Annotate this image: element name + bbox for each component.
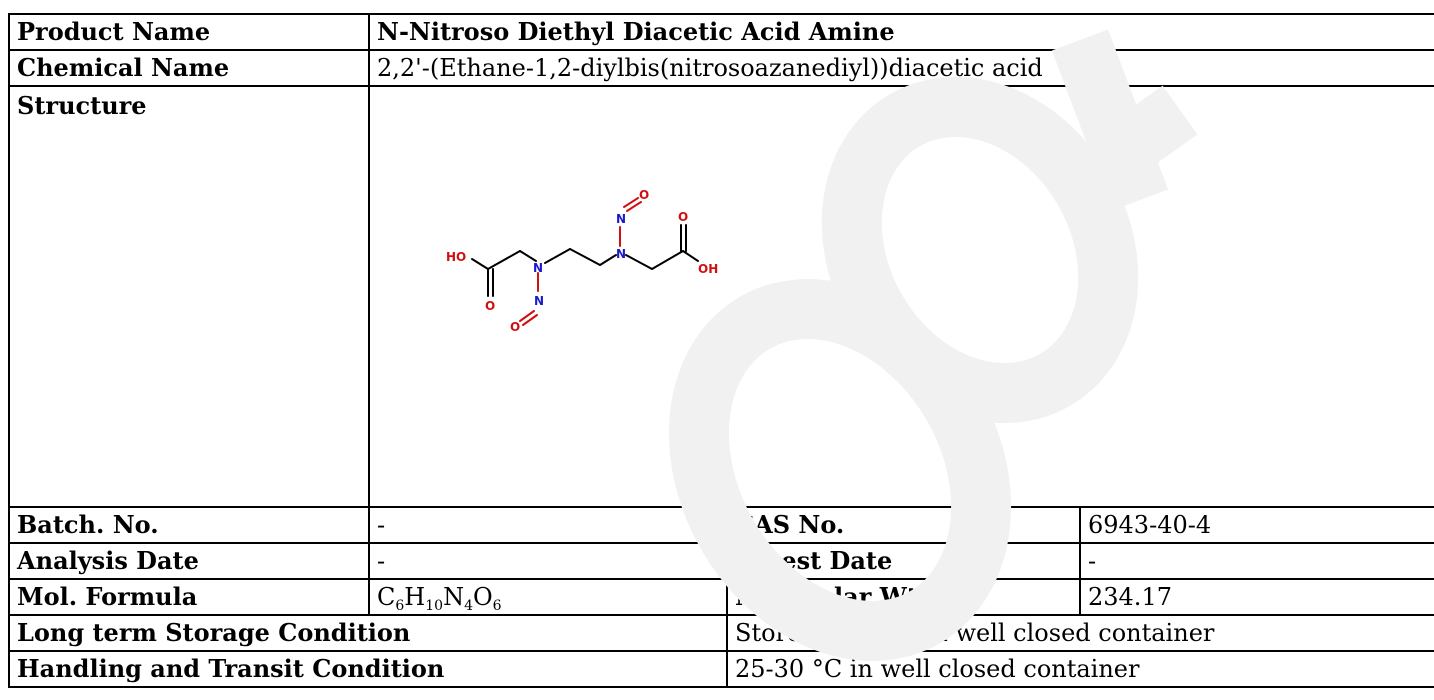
analysis-date-value: -: [368, 542, 728, 580]
retest-date-value: -: [1079, 542, 1434, 580]
row-batch-cas: Batch. No. - CAS No. 6943-40-4: [8, 506, 1434, 544]
atom-label-n: N: [616, 212, 626, 226]
row-structure: Structure: [8, 85, 1434, 508]
row-handling: Handling and Transit Condition 25-30 °C …: [8, 650, 1434, 688]
atom-label-n: N: [616, 247, 626, 261]
coa-table: Product Name N-Nitroso Diethyl Diacetic …: [8, 13, 1434, 688]
retest-date-label: Retest Date: [726, 542, 1081, 580]
atom-label-o: O: [510, 320, 520, 331]
long-term-storage-label: Long term Storage Condition: [8, 614, 728, 652]
formula-count-o: 6: [492, 598, 502, 614]
atom-label-o: O: [639, 188, 649, 202]
formula-element-n: N: [443, 583, 465, 611]
row-chemical-name: Chemical Name 2,2'-(Ethane-1,2-diylbis(n…: [8, 49, 1434, 87]
batch-no-label: Batch. No.: [8, 506, 370, 544]
atom-label-ho: HO: [446, 250, 466, 264]
handling-transit-value: 25-30 °C in well closed container: [726, 650, 1434, 688]
molecular-wt-label: Molecular Wt.: [726, 578, 1081, 616]
mol-formula-label: Mol. Formula: [8, 578, 370, 616]
row-storage: Long term Storage Condition Store at 2-8…: [8, 614, 1434, 652]
formula-element-c: C: [377, 583, 396, 611]
formula-element-h: H: [404, 583, 426, 611]
molecular-wt-value: 234.17: [1079, 578, 1434, 616]
structure-cell: HO O N N O N N O O OH: [368, 85, 1434, 508]
product-name-label: Product Name: [8, 13, 370, 51]
row-product-name: Product Name N-Nitroso Diethyl Diacetic …: [8, 13, 1434, 51]
analysis-date-label: Analysis Date: [8, 542, 370, 580]
atom-label-o: O: [678, 210, 688, 224]
cas-no-value: 6943-40-4: [1079, 506, 1434, 544]
handling-transit-label: Handling and Transit Condition: [8, 650, 728, 688]
chemical-structure-image: HO O N N O N N O O OH: [446, 188, 718, 331]
chemical-name-value: 2,2'-(Ethane-1,2-diylbis(nitrosoazanediy…: [368, 49, 1434, 87]
structure-label: Structure: [8, 85, 370, 508]
atom-label-o: O: [485, 299, 495, 313]
formula-count-c: 6: [395, 598, 405, 614]
row-formula-weight: Mol. Formula C6H10N4O6 Molecular Wt. 234…: [8, 578, 1434, 616]
cas-no-label: CAS No.: [726, 506, 1081, 544]
formula-count-h: 10: [425, 598, 444, 614]
formula-count-n: 4: [464, 598, 473, 614]
product-name-value: N-Nitroso Diethyl Diacetic Acid Amine: [368, 13, 1434, 51]
atom-label-n: N: [533, 261, 543, 275]
formula-element-o: O: [472, 583, 493, 611]
atom-label-n: N: [534, 294, 544, 308]
long-term-storage-value: Store at 2-8 °C in well closed container: [726, 614, 1434, 652]
atom-label-oh: OH: [698, 262, 718, 276]
row-dates: Analysis Date - Retest Date -: [8, 542, 1434, 580]
chemical-name-label: Chemical Name: [8, 49, 370, 87]
mol-formula-value: C6H10N4O6: [368, 578, 728, 616]
batch-no-value: -: [368, 506, 728, 544]
